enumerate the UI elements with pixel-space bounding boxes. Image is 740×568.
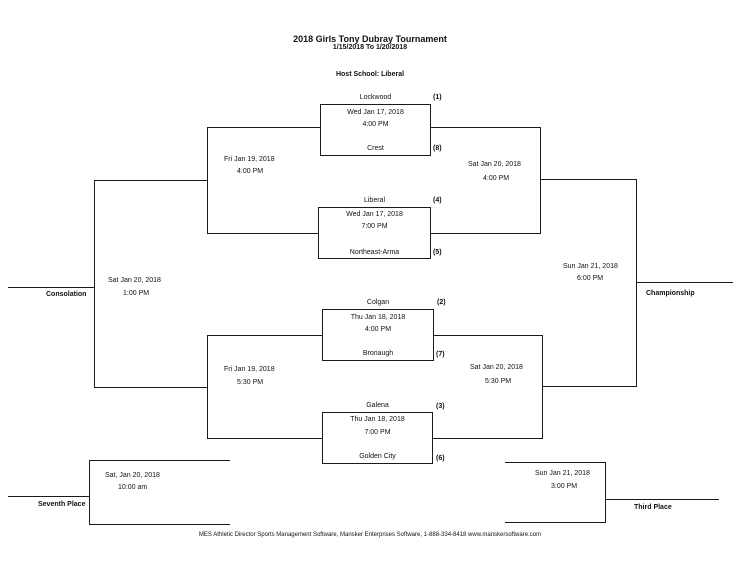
game3-top-seed: (2)	[437, 299, 446, 306]
seventh-place-time: 10:00 am	[118, 484, 148, 491]
third-place-time: 3:00 PM	[551, 483, 578, 490]
footer-credit: MES Athletic Director Sports Management …	[198, 532, 542, 538]
game1-top-seed: (1)	[433, 94, 442, 101]
game4-top-team: Galena	[366, 402, 389, 409]
tournament-title: 2018 Girls Tony Dubray Tournament	[293, 34, 447, 44]
seventh-place-date: Sat, Jan 20, 2018	[105, 472, 160, 479]
winner-game1-date: Sat Jan 20, 2018	[468, 161, 521, 168]
game1-date: Wed Jan 17, 2018	[347, 109, 404, 116]
winner-game2-date: Sat Jan 20, 2018	[470, 364, 523, 371]
game4-bottom-seed: (6)	[436, 455, 445, 462]
consolation-date: Sat Jan 20, 2018	[108, 277, 161, 284]
game3-date: Thu Jan 18, 2018	[350, 314, 406, 321]
game1-bottom-seed: (8)	[433, 145, 442, 152]
host-school: Host School: Liberal	[335, 71, 405, 78]
third-place-label: Third Place	[634, 504, 672, 511]
consolation-time: 1:00 PM	[123, 290, 150, 297]
game3-bottom-seed: (7)	[436, 351, 445, 358]
game4-bottom-team: Golden City	[359, 453, 396, 460]
championship-date: Sun Jan 21, 2018	[563, 263, 618, 270]
loser-game2-date: Fri Jan 19, 2018	[224, 366, 275, 373]
game1-time: 4:00 PM	[362, 121, 389, 128]
game4-date: Thu Jan 18, 2018	[350, 416, 405, 423]
game1-top-team: Lockwood	[359, 94, 392, 101]
game1-bottom-team: Crest	[367, 145, 384, 152]
game3-bottom-team: Bronaugh	[362, 350, 394, 357]
loser-game1-date: Fri Jan 19, 2018	[224, 156, 275, 163]
loser-game2-time: 5:30 PM	[237, 379, 264, 386]
third-place-date: Sun Jan 21, 2018	[535, 470, 590, 477]
winner-game1-time: 4:00 PM	[483, 175, 510, 182]
game2-bottom-team: Northeast-Arma	[349, 249, 400, 256]
game3-top-team: Colgan	[366, 299, 390, 306]
game3-time: 4:00 PM	[364, 326, 392, 333]
championship-time: 6:00 PM	[577, 275, 604, 282]
game2-bottom-seed: (5)	[433, 249, 442, 256]
game2-date: Wed Jan 17, 2018	[346, 211, 403, 218]
loser-game1-time: 4:00 PM	[237, 168, 264, 175]
game2-top-team: Liberal	[363, 197, 385, 204]
tournament-dates: 1/15/2018 To 1/20/2018	[332, 44, 408, 51]
game4-time: 7:00 PM	[364, 429, 391, 436]
game4-top-seed: (3)	[436, 403, 445, 410]
seventh-place-label: Seventh Place	[38, 501, 86, 508]
consolation-label: Consolation	[46, 291, 87, 298]
championship-label: Championship	[646, 290, 695, 297]
game2-time: 7:00 PM	[361, 223, 388, 230]
winner-game2-time: 5:30 PM	[485, 378, 512, 385]
game2-top-seed: (4)	[433, 197, 442, 204]
